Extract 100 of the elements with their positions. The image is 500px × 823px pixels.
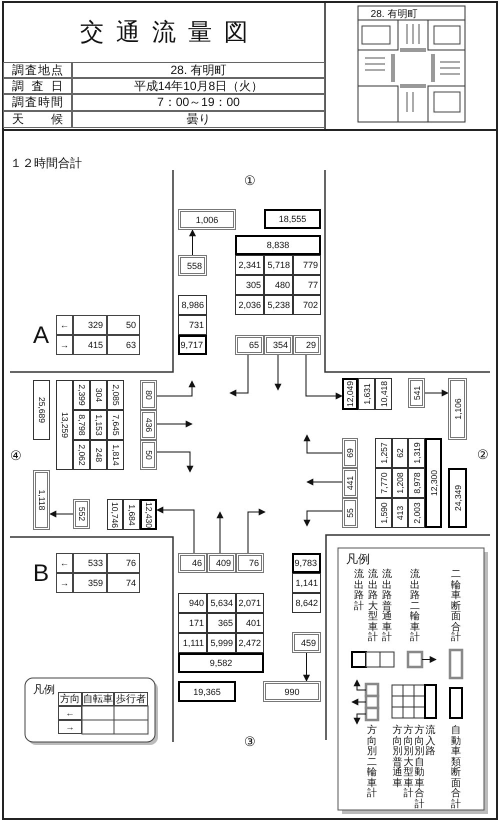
table-cell: ← [56,315,73,335]
count-box: 2,472 [236,633,264,653]
count-box: 1,590 [375,498,392,528]
count-box: 7,770 [375,468,392,498]
count-box: 12,049 [342,378,358,410]
arrow [216,511,224,554]
arrow [303,652,310,682]
count-box: 9,582 [178,653,264,673]
count-box: 55 [342,498,358,528]
arrow [304,434,342,454]
count-box: 50 [140,440,157,470]
count-box: 2,003 [408,498,425,528]
legend-heading: 凡例 [345,552,371,567]
section-heading: １２時間合計 [10,155,83,171]
count-box: 541 [408,378,425,408]
count-box: 9,717 [178,335,207,355]
table-cell: → [58,720,82,734]
legend-text: 流入路 [426,726,436,758]
legend-text: 方向別自動車合計 [414,726,424,810]
count-box: 558 [178,255,207,276]
count-box: 25,689 [33,380,50,440]
header-label: 調査地点 [3,62,72,78]
count-box: 305 [235,275,264,295]
count-box: 1,141 [292,573,321,593]
legend-heading: 凡例 [32,682,56,696]
table-cell: 自転車 [82,692,114,706]
crosswalk-letter: A [32,323,50,349]
count-box: 436 [140,410,157,440]
arrow [49,510,74,518]
arrow [306,478,342,486]
count-box: 46 [178,553,207,573]
count-box: 304 [90,380,107,410]
arrow [156,452,194,473]
legend-text: 流出路普通車計 [382,570,392,644]
table-cell: → [56,335,73,355]
arrow [304,510,342,527]
table-cell: → [56,573,73,593]
count-box: 10,746 [107,499,123,530]
approach-number: ① [243,172,257,188]
count-box: 8,642 [292,593,321,613]
count-box: 779 [293,255,321,275]
arrow [156,420,193,428]
count-box: 1,631 [358,378,375,410]
count-box: 1,319 [408,438,425,468]
count-box: 248 [90,440,107,470]
count-box: 9,783 [292,553,321,573]
header-label: 天候 [3,111,72,128]
count-box: 2,071 [236,593,264,613]
header-value: 28. 有明町 [72,62,325,78]
count-box: 2,085 [107,380,124,410]
count-box: 80 [140,380,157,410]
count-box: 480 [264,275,293,295]
count-box: 12,430 [140,499,157,530]
arrow [156,380,196,396]
legend-text: 方向別大型車計 [404,726,414,800]
count-box: 441 [342,468,358,498]
count-box: 62 [392,438,408,468]
approach-number: ② [476,446,490,462]
legend-text: 二輪車断面合計 [451,570,461,644]
table-cell: ← [56,553,73,573]
table-cell: 76 [107,553,140,573]
table-cell: 方向 [58,692,82,706]
count-box: 65 [235,335,264,355]
count-box: 702 [293,295,321,315]
crosswalk-letter: B [32,561,50,587]
legend-text: 流出路二輪車計 [410,570,420,644]
count-box: 409 [207,553,236,573]
header-label: 調査日 [3,78,72,94]
count-box: 29 [293,335,321,355]
count-box: 552 [73,499,90,529]
arrow [274,354,282,391]
legend-text: 方向別普通車 [392,726,402,789]
header-value: 曇り [72,111,325,128]
count-box: 76 [236,553,264,573]
count-box: 8,978 [408,468,425,498]
count-box: 365 [207,613,236,633]
count-box: 5,634 [207,593,236,613]
legend-text: 方向別二輪車計 [367,726,377,800]
count-box: 1,814 [107,440,124,470]
count-box: 1,257 [375,438,392,468]
map-label: 28. 有明町 [370,8,418,20]
arrow [156,506,194,554]
count-box: 401 [236,613,264,633]
table-cell: 50 [107,315,140,335]
count-box: 7,645 [107,410,124,440]
table-cell: 329 [73,315,107,335]
count-box: 2,341 [235,255,264,275]
table-cell: 533 [73,553,107,573]
count-box: 1,153 [90,410,107,440]
count-box: 8,838 [235,235,321,255]
count-box: 69 [342,438,358,468]
count-box: 5,238 [264,295,293,315]
header-label: 調査時間 [3,94,72,111]
arrow [248,508,266,554]
count-box: 1,684 [123,499,140,530]
count-box: 5,718 [264,255,293,275]
count-box: 459 [292,632,321,653]
count-box: 2,062 [73,440,90,470]
approach-number: ④ [9,447,23,463]
count-box: 1,006 [178,209,236,230]
